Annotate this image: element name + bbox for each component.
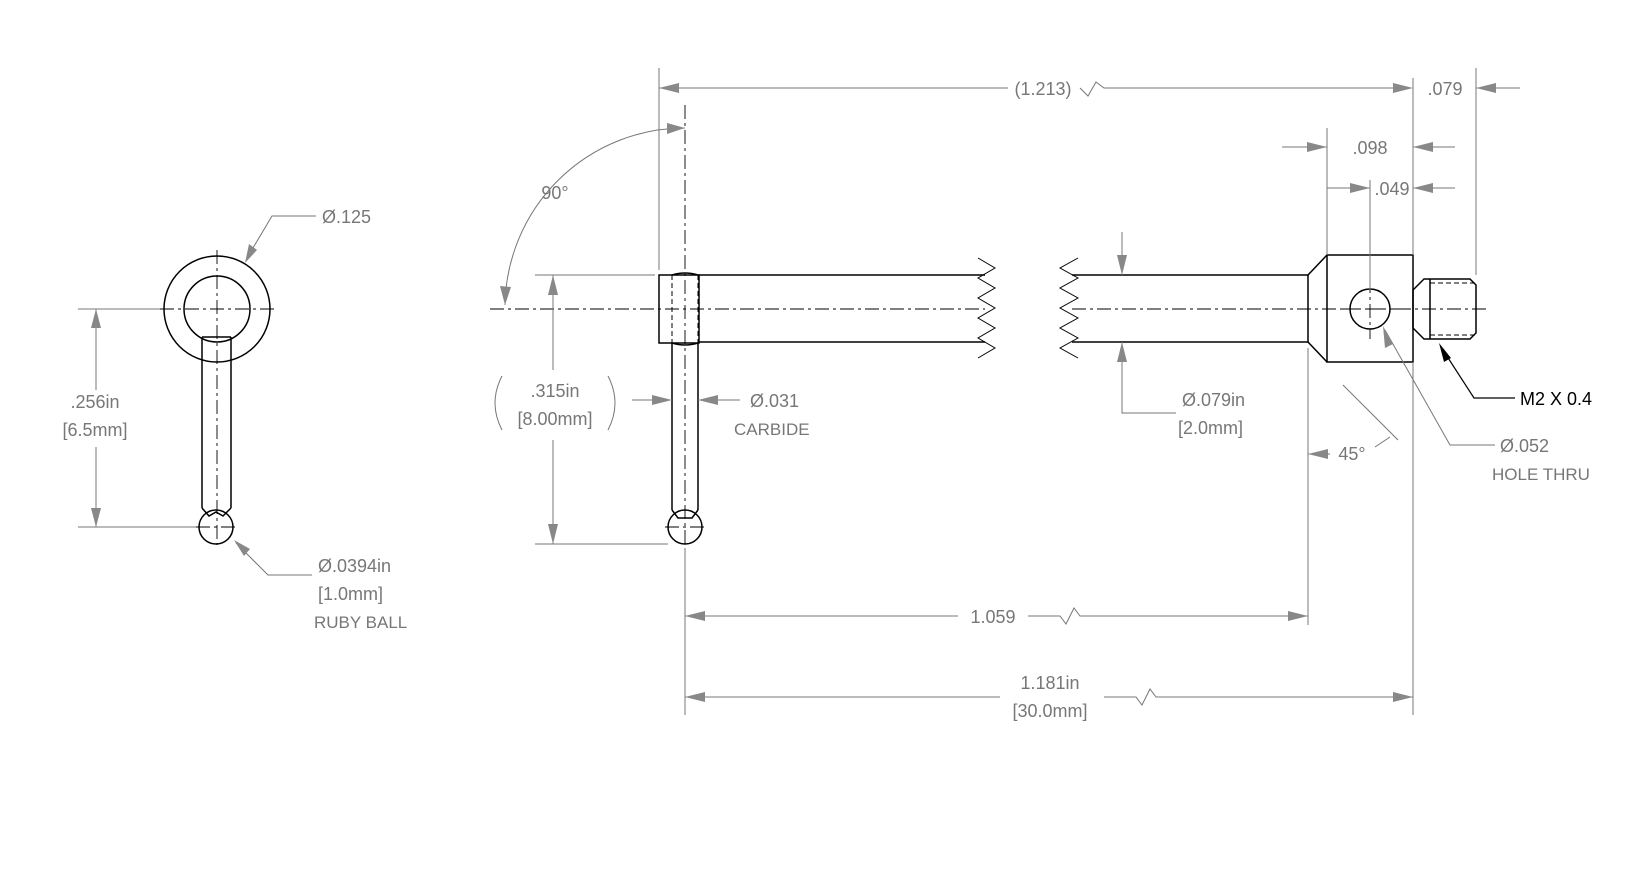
thread-label: M2 X 0.4 xyxy=(1520,389,1592,409)
ball-dia-label: Ø.0394in xyxy=(318,556,391,576)
height-mm-label: [6.5mm] xyxy=(62,420,127,440)
hole-half-label: .049 xyxy=(1374,179,1409,199)
height-in-label: .256in xyxy=(70,392,119,412)
thread-stud xyxy=(1412,278,1477,340)
shaft-dia-label: Ø.079in xyxy=(1182,390,1245,410)
stem-dia-label: Ø.031 xyxy=(750,391,799,411)
stem-height-mm-label: [8.00mm] xyxy=(517,409,592,429)
total-length-in-label: 1.181in xyxy=(1020,673,1079,693)
main-view: (1.213) .079 .098 .049 90° .315in [8.00m… xyxy=(490,68,1592,721)
ring-dia-label: Ø.125 xyxy=(322,207,371,227)
ball-joint xyxy=(201,507,232,517)
ball-note-label: RUBY BALL xyxy=(314,613,407,632)
body-length-label: 1.059 xyxy=(970,607,1015,627)
shaft-dia-mm-label: [2.0mm] xyxy=(1178,418,1243,438)
chamfer-label: 45° xyxy=(1338,444,1365,464)
angle-top-label: 90° xyxy=(541,183,568,203)
total-length-mm-label: [30.0mm] xyxy=(1012,701,1087,721)
ball-dia-mm-label: [1.0mm] xyxy=(318,584,383,604)
stem-material-label: CARBIDE xyxy=(734,420,810,439)
hole-dia-label: Ø.052 xyxy=(1500,436,1549,456)
overall-ref-label: (1.213) xyxy=(1014,79,1071,99)
hole-note-label: HOLE THRU xyxy=(1492,465,1590,484)
thread-len-label: .079 xyxy=(1427,79,1462,99)
hole-offset-label: .098 xyxy=(1352,138,1387,158)
stem-height-in-label: .315in xyxy=(530,381,579,401)
left-view: .256in [6.5mm] Ø.125 Ø.0394in [1.0mm] RU… xyxy=(62,207,407,632)
